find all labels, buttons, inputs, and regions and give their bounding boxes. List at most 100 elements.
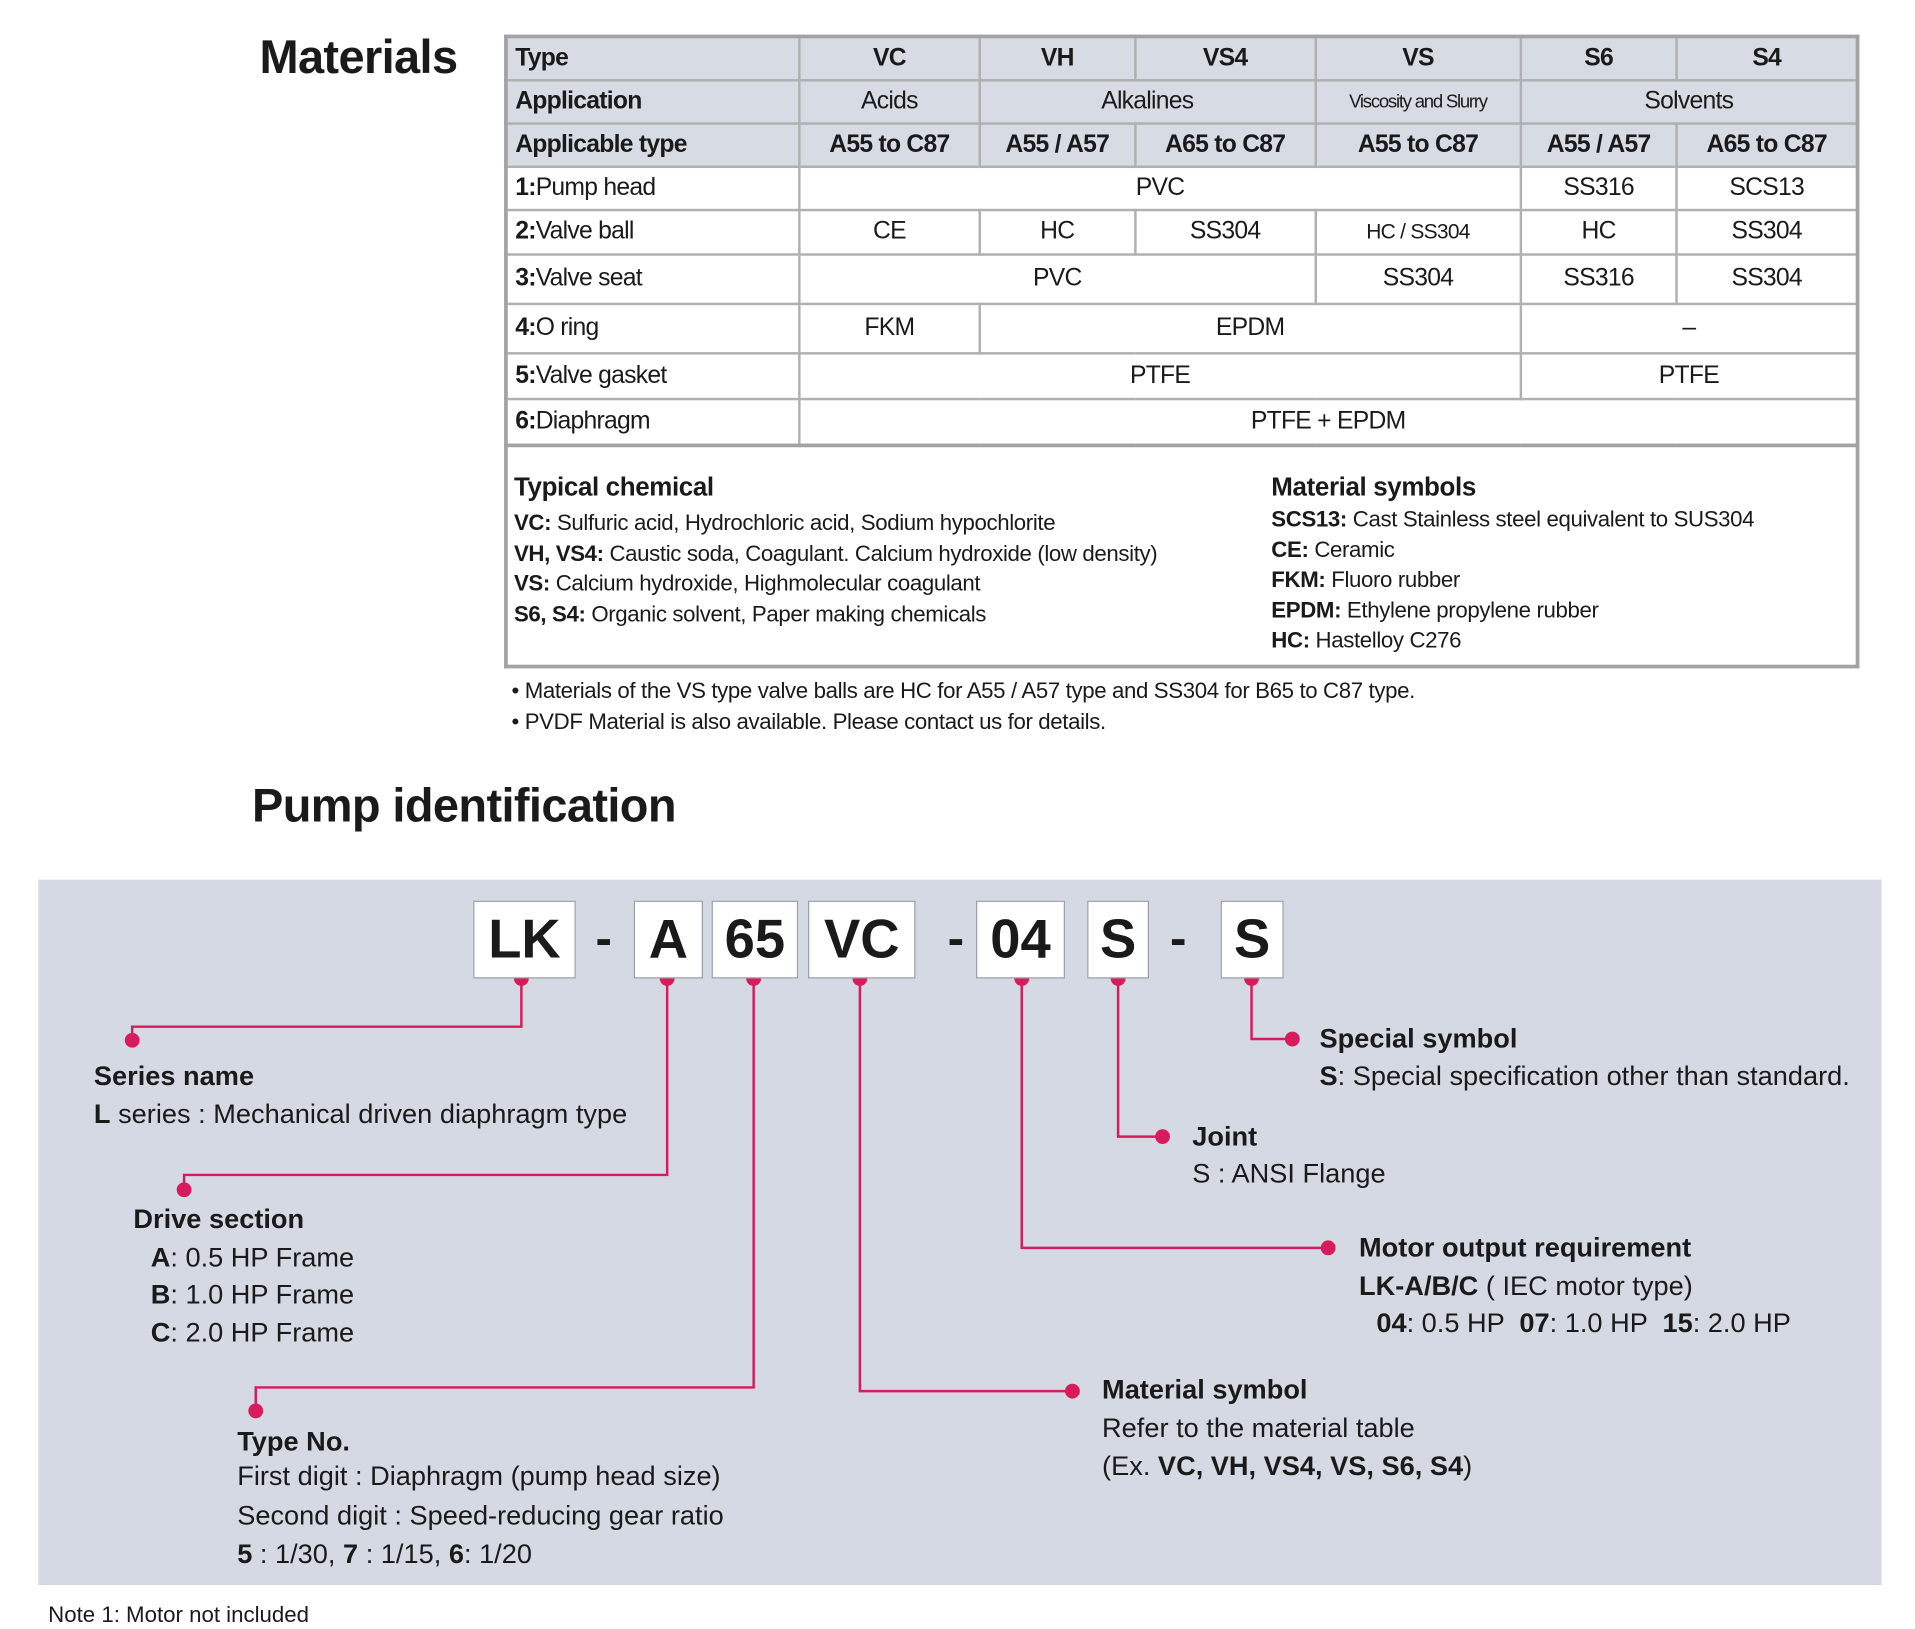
chemical-item: VS: Calcium hydroxide, Highmolecular coa… [513, 570, 981, 596]
cell: SS304 [1675, 252, 1859, 305]
table-row: 1:Pump head PVC SS316 SCS13 [504, 164, 1859, 211]
header-label: Type [504, 35, 801, 81]
symbol-item: SCS13: Cast Stainless steel equivalent t… [1271, 506, 1755, 532]
connector-line [858, 978, 1073, 1393]
code-box-series: LK [473, 900, 576, 979]
series-name-title: Series name [93, 1060, 255, 1091]
cell: – [1519, 302, 1859, 354]
code-box-joint: S [1087, 900, 1149, 979]
application-cell: Solvents [1519, 78, 1859, 125]
connector-line [1250, 978, 1293, 1041]
chemical-item: S6, S4: Organic solvent, Paper making ch… [513, 601, 987, 627]
type-no-title: Type No. [237, 1425, 350, 1457]
typical-chemical-title: Typical chemical [513, 473, 714, 502]
type-cell: VC [798, 35, 981, 81]
connector-line [130, 978, 523, 1041]
type-no-ratios: 5 : 1/30, 7 : 1/15, 6: 1/20 [237, 1538, 532, 1570]
motor-output-title: Motor output requirement [1359, 1231, 1692, 1263]
row-label: 2:Valve ball [504, 208, 801, 256]
table-row: 4:O ring FKM EPDM – [504, 302, 1859, 354]
applicable-cell: A55 to C87 [1313, 121, 1523, 168]
materials-table: Type VC VH VS4 VS S6 S4 Application Acid… [504, 34, 1860, 448]
header-label: Applicable type [504, 121, 801, 168]
cell: FKM [798, 302, 981, 354]
motor-output-options: 04: 0.5 HP 07: 1.0 HP 15: 2.0 HP [1376, 1307, 1791, 1339]
symbol-item: CE: Ceramic [1271, 537, 1395, 563]
motor-output-desc: LK-A/B/C ( IEC motor type) [1359, 1270, 1693, 1301]
cell: PTFE + EPDM [798, 397, 1859, 447]
material-symbol-title: Material symbol [1102, 1373, 1308, 1405]
connector-line [1020, 978, 1329, 1250]
cell: PTFE [1519, 351, 1859, 400]
table-row: 6:Diaphragm PTFE + EPDM [504, 397, 1859, 447]
material-symbol-desc: Refer to the material table [1102, 1412, 1415, 1444]
pump-identification-title: Pump identification [252, 780, 676, 833]
footnote: • PVDF Material is also available. Pleas… [511, 709, 1106, 734]
type-cell: S6 [1519, 35, 1678, 81]
material-symbols-title: Material symbols [1271, 473, 1476, 502]
header-label: Application [504, 78, 801, 125]
code-box-drive: A [633, 900, 703, 979]
drive-item: A: 0.5 HP Frame [150, 1241, 355, 1273]
code-box-special: S [1220, 900, 1284, 979]
type-row: Type VC VH VS4 VS S6 S4 [504, 35, 1859, 81]
cell: HC [1519, 208, 1678, 256]
materials-title: Materials [259, 32, 458, 85]
table-row: 5:Valve gasket PTFE PTFE [504, 351, 1859, 400]
connector-line [1116, 978, 1163, 1138]
cell: CE [798, 208, 981, 256]
type-no-line: First digit : Diaphragm (pump head size) [237, 1460, 721, 1492]
symbol-item: HC: Hastelloy C276 [1271, 627, 1462, 653]
dot [1155, 1129, 1170, 1145]
cell: SS316 [1519, 252, 1678, 305]
row-label: 3:Valve seat [504, 252, 801, 305]
note: Note 1: Motor not included [48, 1602, 310, 1628]
cell: SS316 [1519, 164, 1678, 211]
cell: EPDM [978, 302, 1523, 354]
chemical-item: VH, VS4: Caustic soda, Coagulant. Calciu… [513, 541, 1158, 566]
connector-line [254, 978, 755, 1411]
drive-section-title: Drive section [133, 1203, 305, 1235]
application-cell: Viscosity and Slurry [1313, 78, 1523, 125]
application-cell: Acids [798, 78, 981, 125]
table-row: 3:Valve seat PVC SS304 SS316 SS304 [504, 252, 1859, 305]
cell: HC / SS304 [1313, 208, 1523, 256]
row-label: 5:Valve gasket [504, 351, 801, 400]
special-symbol-title: Special symbol [1319, 1022, 1518, 1054]
identification-panel [38, 879, 1882, 1586]
symbol-item: EPDM: Ethylene propylene rubber [1271, 597, 1599, 623]
dot [1284, 1031, 1300, 1047]
dot [1064, 1383, 1080, 1399]
row-label: 1:Pump head [504, 164, 801, 211]
type-cell: VH [978, 35, 1137, 81]
applicable-cell: A55 / A57 [1519, 121, 1678, 168]
cell: HC [978, 208, 1137, 256]
type-cell: S4 [1675, 35, 1859, 81]
cell: PVC [798, 252, 1317, 305]
application-row: Application Acids Alkalines Viscosity an… [504, 78, 1859, 125]
material-symbol-examples: (Ex. VC, VH, VS4, VS, S6, S4) [1102, 1450, 1473, 1482]
application-cell: Alkalines [978, 78, 1317, 125]
code-dash: - [947, 911, 965, 967]
drive-item: B: 1.0 HP Frame [150, 1278, 355, 1310]
table-row: 2:Valve ball CE HC SS304 HC / SS304 HC S… [504, 208, 1859, 256]
applicable-cell: A65 to C87 [1675, 121, 1859, 168]
drive-item: C: 2.0 HP Frame [150, 1317, 355, 1348]
code-box-material: VC [808, 900, 916, 979]
cell: PTFE [798, 351, 1523, 400]
type-no-line: Second digit : Speed-reducing gear ratio [237, 1499, 724, 1531]
special-symbol-desc: S: Special specification other than stan… [1319, 1060, 1850, 1091]
type-cell: VS [1313, 35, 1523, 81]
cell: SS304 [1133, 208, 1317, 256]
dot [248, 1403, 264, 1419]
applicable-cell: A65 to C87 [1133, 121, 1317, 168]
dot [176, 1182, 192, 1198]
applicable-cell: A55 to C87 [798, 121, 981, 168]
applicable-row: Applicable type A55 to C87 A55 / A57 A65… [504, 121, 1859, 168]
type-cell: VS4 [1133, 35, 1317, 81]
joint-title: Joint [1192, 1120, 1258, 1152]
footnote: • Materials of the VS type valve balls a… [511, 678, 1415, 703]
row-label: 6:Diaphragm [504, 397, 801, 447]
connector-line [182, 978, 669, 1190]
cell: SS304 [1313, 252, 1523, 305]
